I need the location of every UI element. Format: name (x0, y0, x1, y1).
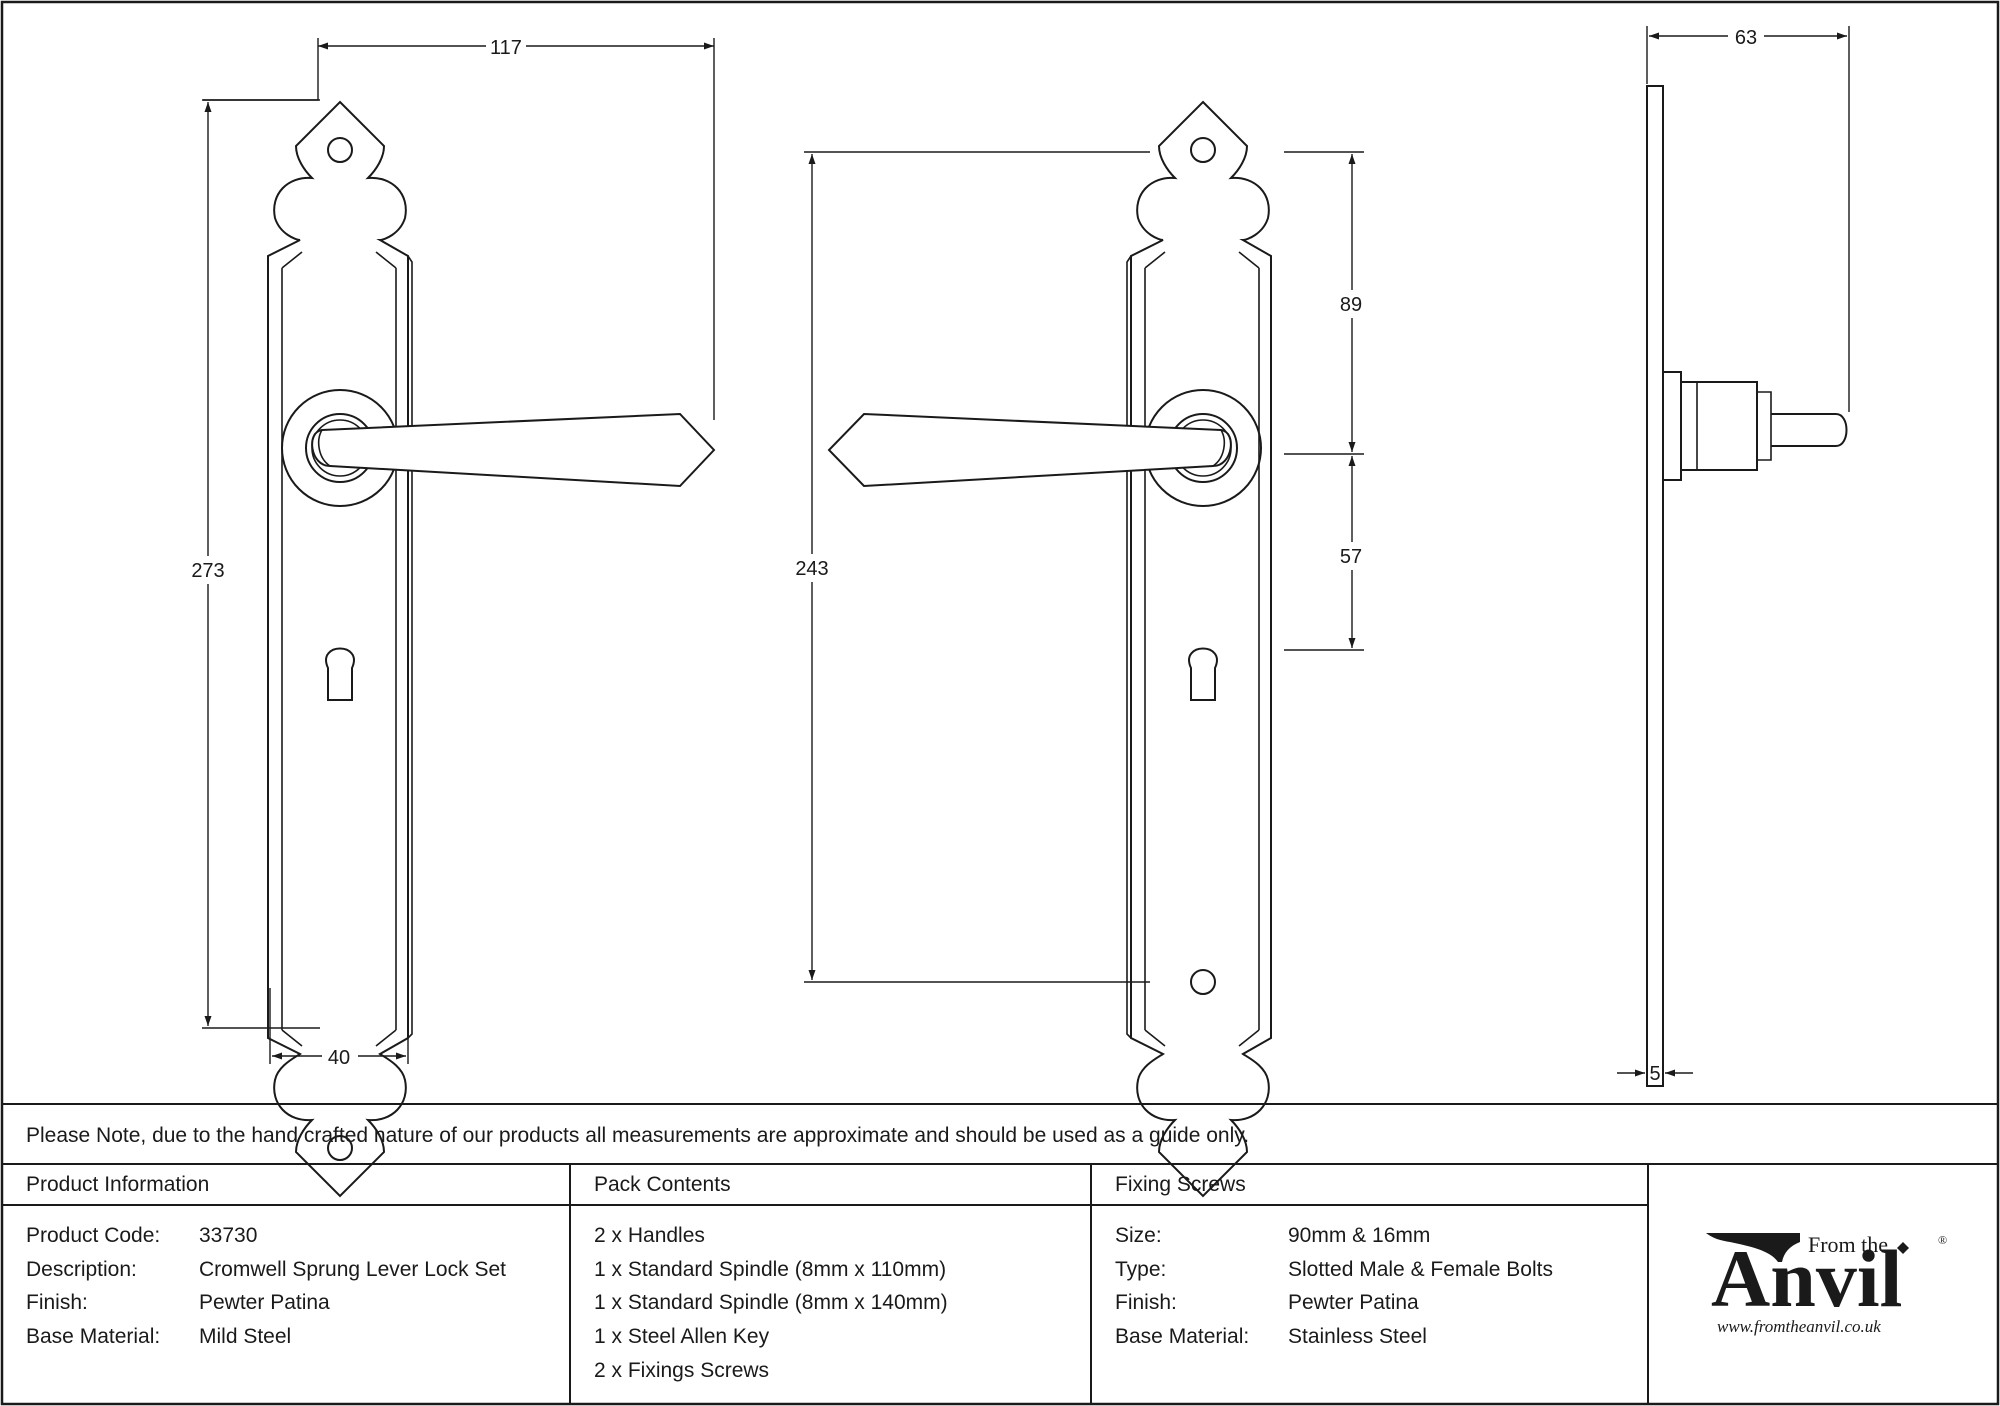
front-top-screw-hole (327, 137, 353, 163)
dimension-lines (202, 26, 1850, 1082)
screw-type-label: Type: (1115, 1258, 1166, 1281)
product-info-header: Product Information (26, 1173, 209, 1196)
measurement-note: Please Note, due to the hand crafted nat… (26, 1124, 1249, 1147)
pack-item: 2 x Fixings Screws (594, 1359, 769, 1382)
logo-url: www.fromtheanvil.co.uk (1717, 1317, 1881, 1336)
base-material-label: Base Material: (26, 1325, 160, 1348)
dim-side-projection: 63 (1735, 27, 1757, 49)
finish-label: Finish: (26, 1291, 88, 1314)
back-view (827, 100, 1272, 1198)
screw-type-value: Slotted Male & Female Bolts (1288, 1258, 1553, 1281)
product-code-label: Product Code: (26, 1224, 160, 1247)
front-keyhole (325, 647, 355, 701)
info-table-grid (2, 1103, 1998, 1404)
product-code-value: 33730 (199, 1224, 257, 1247)
logo-registered: ® (1938, 1233, 1947, 1247)
front-backplate-outline (267, 100, 409, 1198)
front-lever-handle (311, 412, 716, 488)
pack-item: 1 x Steel Allen Key (594, 1325, 770, 1348)
side-rose (1662, 371, 1682, 481)
side-backplate (1646, 85, 1664, 1087)
dim-back-lower: 57 (1340, 546, 1362, 568)
dim-front-height: 273 (191, 560, 224, 582)
pack-item: 2 x Handles (594, 1224, 705, 1247)
base-material-value: Mild Steel (199, 1325, 291, 1348)
side-boss (1680, 381, 1758, 471)
pack-item: 1 x Standard Spindle (8mm x 140mm) (594, 1291, 948, 1314)
screw-material-value: Stainless Steel (1288, 1325, 1427, 1348)
side-view (1646, 85, 1848, 1087)
anvil-icon (1706, 1233, 1800, 1262)
back-lever-handle (827, 412, 1232, 488)
screw-finish-label: Finish: (1115, 1291, 1177, 1314)
dim-back-upper: 89 (1340, 294, 1362, 316)
screw-size-value: 90mm & 16mm (1288, 1224, 1430, 1247)
description-label: Description: (26, 1258, 137, 1281)
pack-contents-header: Pack Contents (594, 1173, 731, 1196)
finish-value: Pewter Patina (199, 1291, 330, 1314)
dim-back-height: 243 (795, 558, 828, 580)
fixing-screws-header: Fixing Screws (1115, 1173, 1246, 1196)
screw-finish-value: Pewter Patina (1288, 1291, 1419, 1314)
back-bottom-screw-hole (1190, 969, 1216, 995)
dim-front-width-top: 117 (490, 37, 522, 59)
back-backplate-bevel (1126, 251, 1260, 1047)
from-the-anvil-logo: From the ® Anvil www.fromtheanvil.co.uk (1706, 1232, 1947, 1336)
logo-from-the: From the (1808, 1232, 1888, 1257)
logo-diamond (1897, 1242, 1909, 1254)
back-keyhole (1188, 647, 1218, 701)
back-backplate-outline (1130, 100, 1272, 1198)
side-lever-stub (1771, 413, 1848, 447)
description-value: Cromwell Sprung Lever Lock Set (199, 1258, 506, 1281)
logo-anvil-wordmark: Anvil (1711, 1233, 1902, 1324)
back-top-screw-hole (1190, 137, 1216, 163)
pack-item: 1 x Standard Spindle (8mm x 110mm) (594, 1258, 946, 1281)
screw-material-label: Base Material: (1115, 1325, 1249, 1348)
pack-contents-panel: Pack Contents 2 x Handles 1 x Standard S… (594, 1173, 948, 1382)
dim-front-width-bottom: 40 (328, 1047, 350, 1069)
dimension-labels: 117 273 40 243 89 57 63 5 (186, 22, 1764, 1085)
screw-size-label: Size: (1115, 1224, 1162, 1247)
dim-side-thickness: 5 (1649, 1063, 1660, 1085)
front-backplate-bevel (281, 251, 413, 1047)
front-bottom-screw-hole (327, 1135, 353, 1161)
front-view (267, 100, 716, 1198)
product-info-panel: Product Information Product Code: 33730 … (26, 1173, 506, 1348)
fixing-screws-panel: Fixing Screws Size: 90mm & 16mm Type: Sl… (1115, 1173, 1553, 1348)
